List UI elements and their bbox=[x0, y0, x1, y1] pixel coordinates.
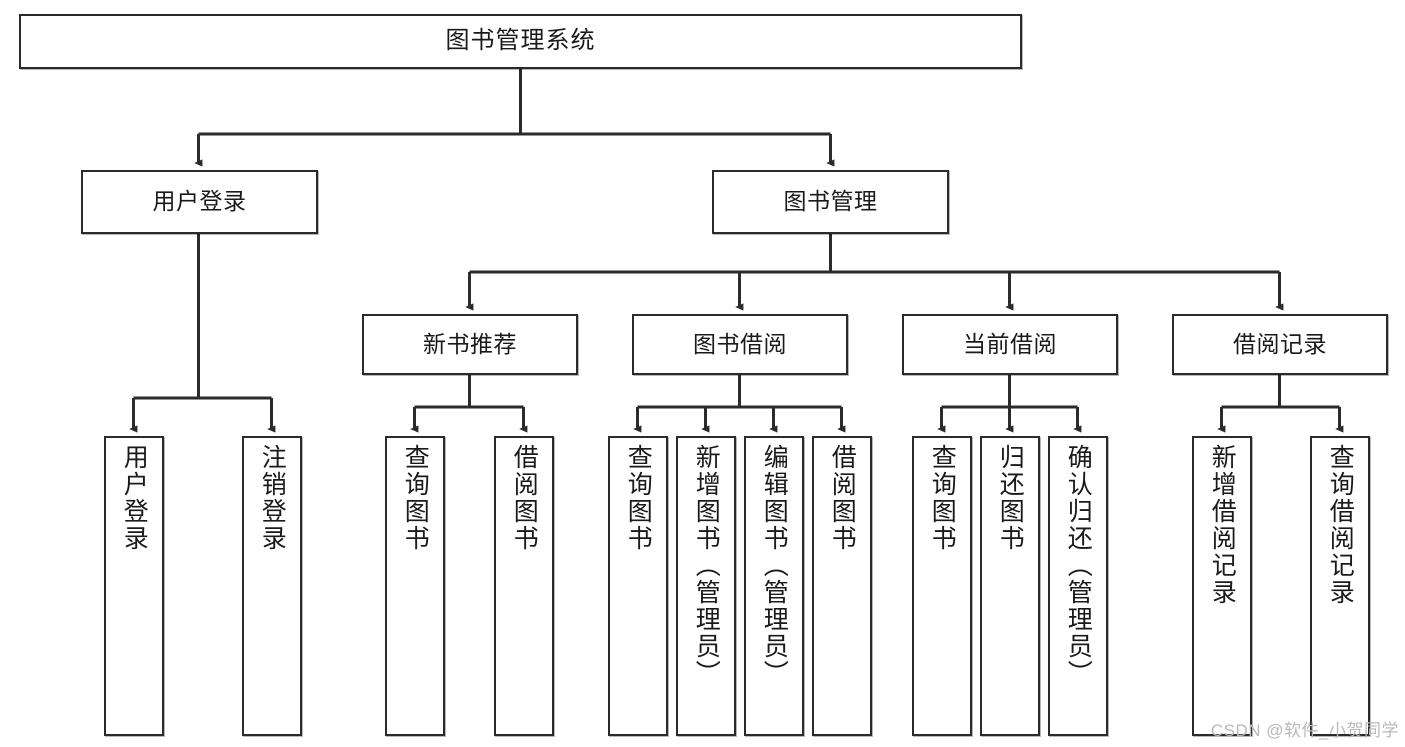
node-label: 借阅图书 bbox=[828, 444, 857, 552]
node-label: 借阅图书 bbox=[510, 444, 539, 552]
node-user-login[interactable]: 用户登录 bbox=[81, 170, 318, 234]
node-label: 图书管理 bbox=[783, 188, 878, 215]
watermark: CSDN @软件_小贺同学 bbox=[1210, 721, 1399, 740]
node-leaf-add-borrow-record[interactable]: 新增借阅记录 bbox=[1192, 436, 1252, 736]
node-label: 查询图书 bbox=[401, 444, 430, 552]
node-leaf-confirm-return-admin[interactable]: 确认归还（管理员） bbox=[1048, 436, 1108, 736]
node-leaf-borrow-book-recommend[interactable]: 借阅图书 bbox=[494, 436, 554, 736]
node-leaf-user-login[interactable]: 用户登录 bbox=[104, 436, 164, 736]
node-leaf-logout[interactable]: 注销登录 bbox=[242, 436, 302, 736]
node-leaf-return-book[interactable]: 归还图书 bbox=[980, 436, 1040, 736]
node-borrow-record[interactable]: 借阅记录 bbox=[1172, 314, 1388, 375]
node-label: 新增借阅记录 bbox=[1208, 444, 1237, 606]
node-book-management[interactable]: 图书管理 bbox=[712, 170, 949, 234]
node-leaf-query-book-current[interactable]: 查询图书 bbox=[912, 436, 972, 736]
node-label: 图书管理系统 bbox=[445, 27, 596, 55]
node-label: 用户登录 bbox=[152, 188, 247, 215]
node-leaf-query-borrow-record[interactable]: 查询借阅记录 bbox=[1310, 436, 1370, 736]
node-leaf-query-book-recommend[interactable]: 查询图书 bbox=[385, 436, 445, 736]
node-label: 编辑图书（管理员） bbox=[760, 444, 789, 687]
node-leaf-edit-book-admin[interactable]: 编辑图书（管理员） bbox=[744, 436, 804, 736]
node-label: 确认归还（管理员） bbox=[1064, 444, 1093, 687]
node-root-book-management-system[interactable]: 图书管理系统 bbox=[19, 14, 1022, 69]
node-label: 借阅记录 bbox=[1233, 330, 1327, 357]
node-leaf-add-book-admin[interactable]: 新增图书（管理员） bbox=[676, 436, 736, 736]
node-label: 新书推荐 bbox=[423, 330, 517, 357]
node-label: 查询借阅记录 bbox=[1326, 444, 1355, 606]
node-label: 查询图书 bbox=[624, 444, 653, 552]
node-current-borrow[interactable]: 当前借阅 bbox=[902, 314, 1118, 375]
node-new-book-recommend[interactable]: 新书推荐 bbox=[362, 314, 578, 375]
node-book-borrow[interactable]: 图书借阅 bbox=[632, 314, 848, 375]
node-label: 用户登录 bbox=[120, 444, 149, 552]
node-label: 当前借阅 bbox=[963, 330, 1057, 357]
node-label: 注销登录 bbox=[258, 444, 287, 552]
node-label: 归还图书 bbox=[996, 444, 1025, 552]
node-label: 图书借阅 bbox=[693, 330, 787, 357]
node-leaf-borrow-book[interactable]: 借阅图书 bbox=[812, 436, 872, 736]
node-label: 查询图书 bbox=[928, 444, 957, 552]
node-label: 新增图书（管理员） bbox=[692, 444, 721, 687]
node-leaf-query-book-borrow[interactable]: 查询图书 bbox=[608, 436, 668, 736]
